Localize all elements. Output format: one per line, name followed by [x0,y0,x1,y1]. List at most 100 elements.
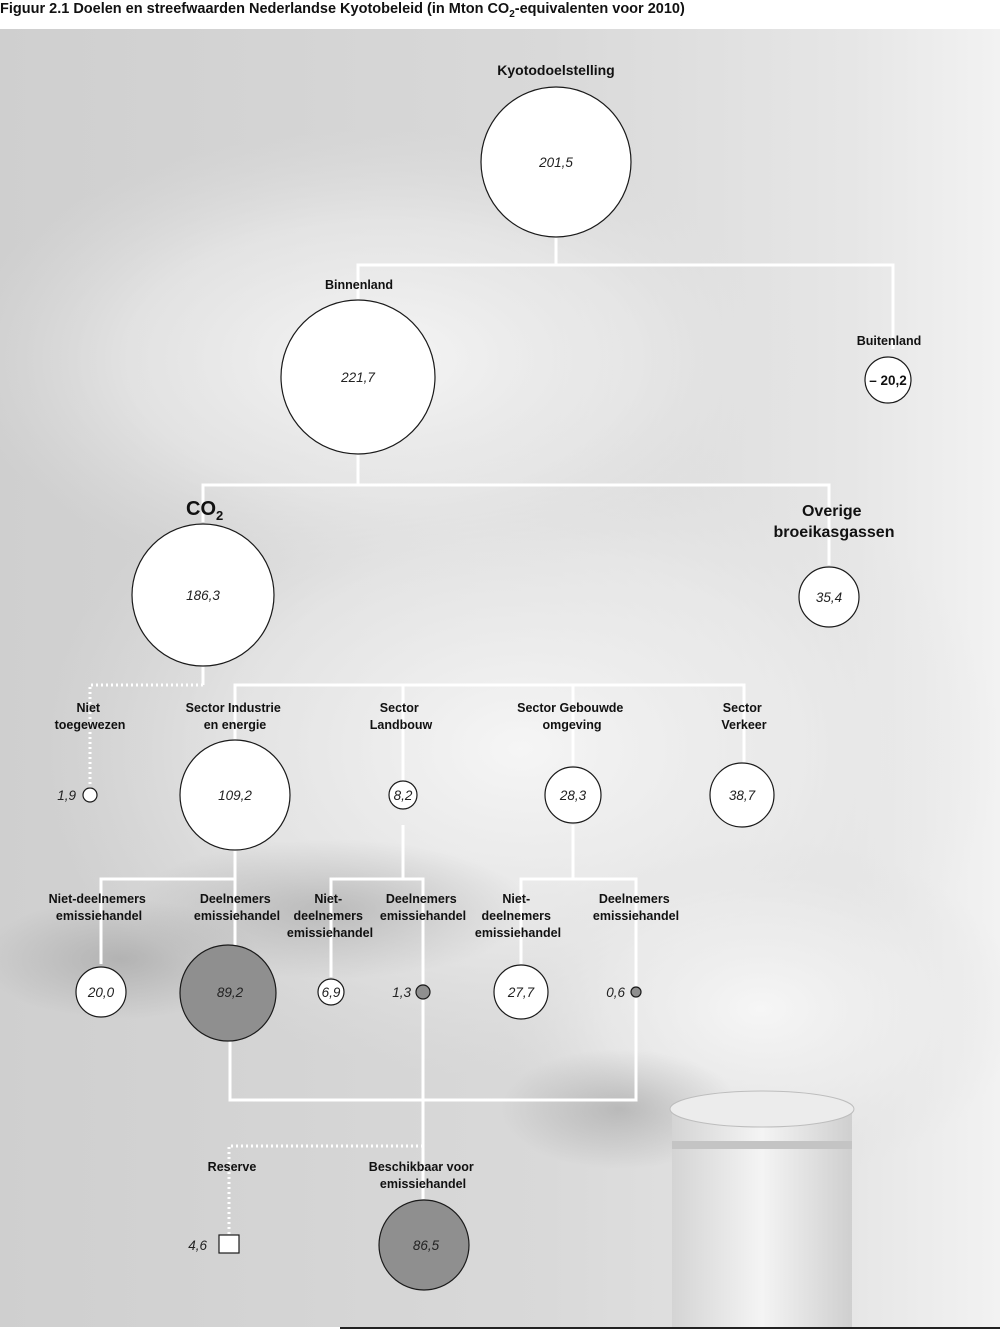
beschikbaar-label-line: emissiehandel [380,1177,466,1191]
ind-niet-deelnemers-node [75,966,127,1018]
niet-toegewezen-label-line: toegewezen [55,718,126,732]
lb-deelnemers-node [415,984,431,1000]
co2-label-text: CO [186,498,216,520]
ind-deelnemers-label: Deelnemers emissiehandel [194,892,280,923]
connector [233,683,746,765]
verkeer-label: Sector Verkeer [721,701,766,732]
ind-deelnemers-label-line: Deelnemers [200,892,271,906]
connector [329,877,425,984]
connectors [88,237,895,1237]
industrie-label-line: Sector Industrie [186,701,281,715]
lb-niet-deelnemers-label-line: deelnemers [294,909,364,923]
overige-label: Overige broeikasgassen [774,503,895,541]
landbouw-node [388,780,418,810]
kyoto-node [480,86,632,238]
connector [228,997,638,1102]
ind-niet-deelnemers-label: Niet-deelnemers emissiehandel [49,892,150,923]
verkeer-label-line: Sector [723,701,762,715]
ind-niet-deelnemers-label-line: Niet-deelnemers [49,892,146,906]
figure-title-text: Figuur 2.1 Doelen en streefwaarden Neder… [0,1,510,17]
ind-deelnemers-value: 89,2 [217,985,244,1000]
co2-label: CO2 [186,498,223,523]
ind-deelnemers-label-line: emissiehandel [194,909,280,923]
co2-value: 186,3 [186,588,220,603]
buitenland-value: – 20,2 [869,373,907,388]
binnenland-label: Binnenland [325,278,393,292]
kyoto-target-diagram: 201,5 221,7 – 20,2 186,3 35,4 1,9 109,2 … [0,29,1000,1327]
industrie-node [179,739,291,851]
kyoto-label: Kyotodoelstelling [497,62,614,78]
niet-toegewezen-value: 1,9 [57,788,76,803]
chimney-top [669,1090,855,1128]
ind-niet-deelnemers-value: 20,0 [87,985,115,1000]
go-niet-deelnemers-label-line: deelnemers [482,909,552,923]
beschikbaar-label-line: Beschikbaar voor [369,1160,474,1174]
connector [201,483,831,565]
figure-title: Figuur 2.1 Doelen en streefwaarden Neder… [0,0,685,22]
lb-deelnemers-label-line: Deelnemers [386,892,457,906]
lb-niet-deelnemers-node [317,978,345,1006]
connector [356,263,895,349]
co2-label-subscript: 2 [216,508,223,523]
gebouwde-omgeving-label-line: Sector Gebouwde [517,701,623,715]
verkeer-label-line: Verkeer [721,718,766,732]
lb-deelnemers-label-line: emissiehandel [380,909,466,923]
lb-niet-deelnemers-label-line: emissiehandel [287,926,373,940]
landbouw-label-line: Landbouw [370,718,433,732]
buitenland-label: Buitenland [857,334,922,348]
chimney [672,1107,852,1327]
reserve-label: Reserve [208,1160,257,1174]
industrie-label-line: en energie [204,718,267,732]
overige-label-line: broeikasgassen [774,524,895,541]
overige-node [798,566,860,628]
verkeer-node [709,762,775,828]
binnenland-node [280,299,436,455]
go-niet-deelnemers-label: Niet- deelnemers emissiehandel [475,892,561,940]
go-deelnemers-value: 0,6 [606,985,625,1000]
go-niet-deelnemers-label-line: emissiehandel [475,926,561,940]
go-deelnemers-label: Deelnemers emissiehandel [593,892,679,923]
kyoto-value: 201,5 [538,155,573,170]
industrie-value: 109,2 [218,788,252,803]
gebouwde-omgeving-label-line: omgeving [542,718,601,732]
ind-niet-deelnemers-label-line: emissiehandel [56,909,142,923]
lb-niet-deelnemers-label: Niet- deelnemers emissiehandel [287,892,373,940]
figure-title-suffix: -equivalenten voor 2010) [514,1,685,17]
bottom-rule [340,1327,1000,1329]
lb-niet-deelnemers-label-line: Niet- [314,892,342,906]
ind-deelnemers-node [179,944,277,1042]
go-deelnemers-label-line: emissiehandel [593,909,679,923]
connector [519,877,638,987]
beschikbaar-node [378,1199,470,1291]
figure-title-subscript: 2 [509,8,515,20]
verkeer-value: 38,7 [729,788,756,803]
go-deelnemers-node [630,986,642,998]
industrie-label: Sector Industrie en energie [186,701,285,732]
reserve-node [218,1234,240,1254]
chimney-band [672,1141,852,1149]
co2-node [131,523,275,667]
lb-deelnemers-value: 1,3 [392,985,411,1000]
connector [99,877,237,964]
overige-value: 35,4 [816,590,842,605]
go-niet-deelnemers-node [493,964,549,1020]
lb-deelnemers-label: Deelnemers emissiehandel [380,892,466,923]
go-niet-deelnemers-value: 27,7 [507,985,535,1000]
go-niet-deelnemers-label-line: Niet- [502,892,530,906]
buitenland-node [864,356,912,404]
niet-toegewezen-label-line: Niet [76,701,100,715]
landbouw-label-line: Sector [380,701,419,715]
beschikbaar-label: Beschikbaar voor emissiehandel [369,1160,477,1191]
reserve-value: 4,6 [188,1238,207,1253]
beschikbaar-value: 86,5 [413,1238,440,1253]
binnenland-value: 221,7 [340,370,375,385]
gebouwde-omgeving-node [544,766,602,824]
niet-toegewezen-label: Niet toegewezen [55,701,126,732]
niet-toegewezen-node [82,787,98,803]
landbouw-value: 8,2 [394,788,413,803]
landbouw-label: Sector Landbouw [370,701,433,732]
gebouwde-omgeving-value: 28,3 [559,788,587,803]
go-deelnemers-label-line: Deelnemers [599,892,670,906]
gebouwde-omgeving-label: Sector Gebouwde omgeving [517,701,627,732]
overige-label-line: Overige [802,503,862,520]
